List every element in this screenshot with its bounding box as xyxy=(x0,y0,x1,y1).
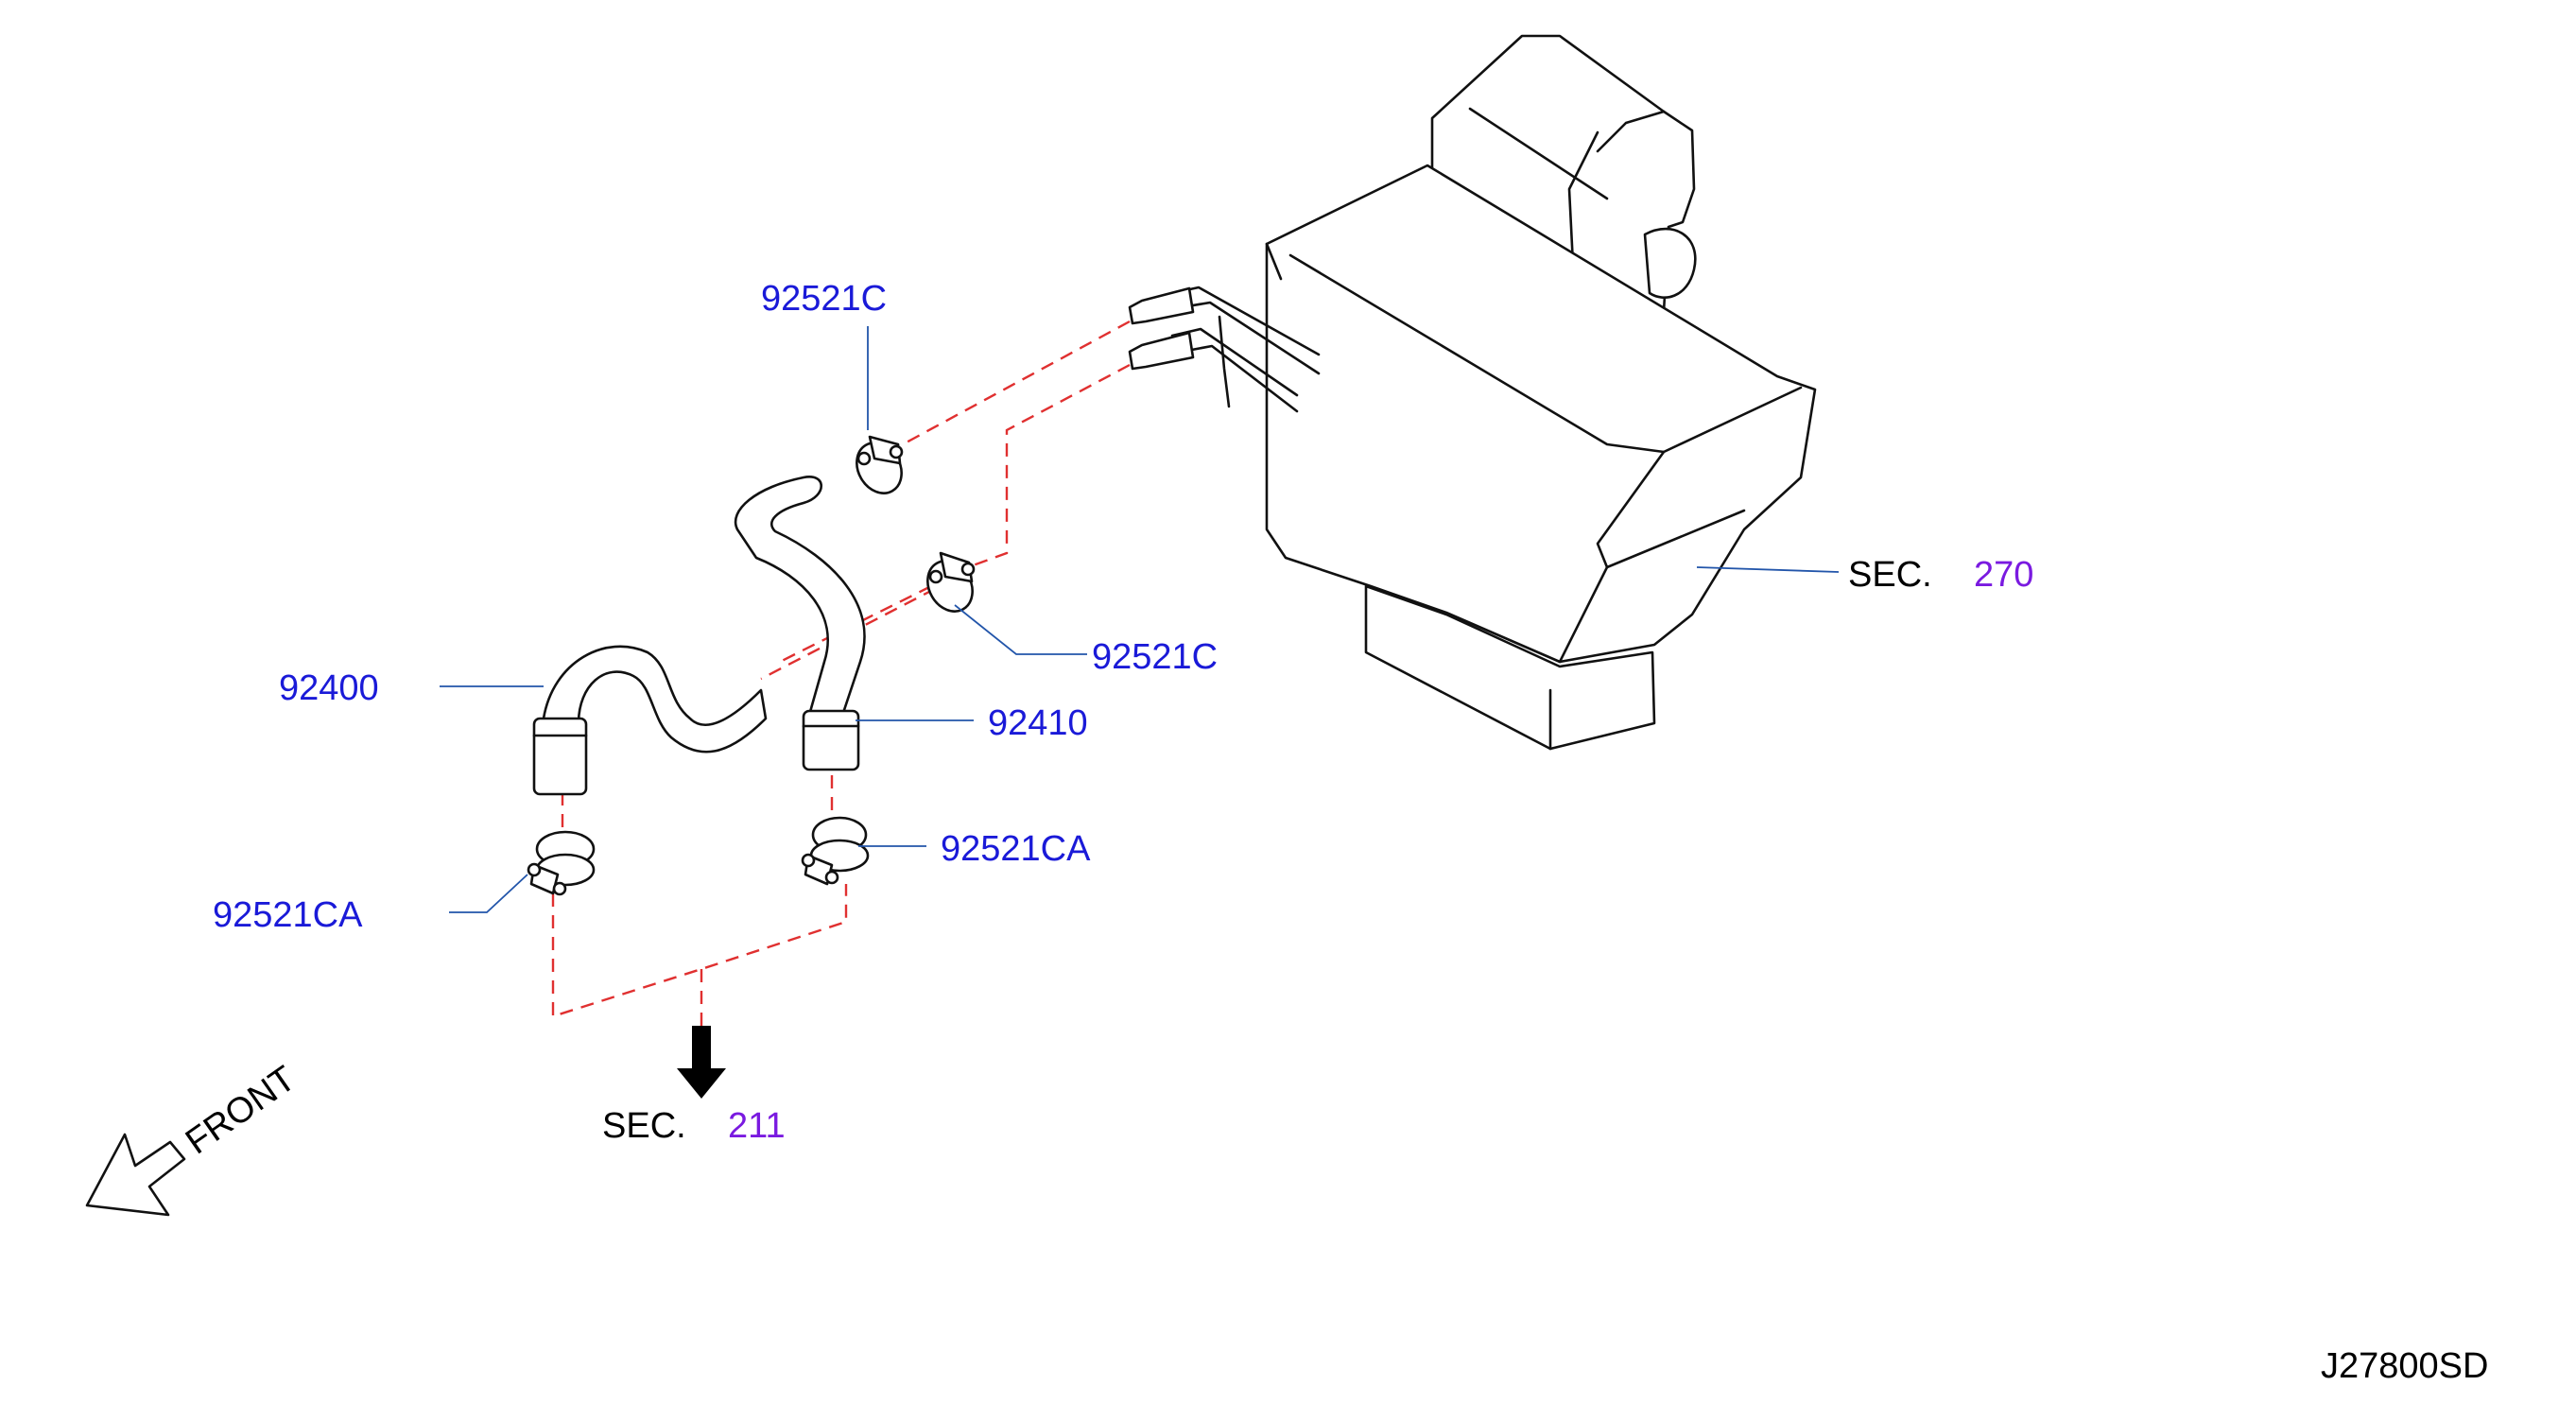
hose-clamp-top xyxy=(856,435,904,494)
part-label-92521c-top: 92521C xyxy=(761,279,887,319)
svg-text:211: 211 xyxy=(728,1106,786,1146)
part-label-92521c-mid: 92521C xyxy=(1092,637,1218,677)
hose-clamp-mid xyxy=(926,551,976,613)
section-ref-211: SEC. 211 xyxy=(602,1106,786,1146)
front-direction-indicator: FRONT xyxy=(85,1059,303,1217)
leader-lines xyxy=(440,326,1840,913)
heater-hose-92400 xyxy=(532,645,768,796)
section-ref-270: SEC. 270 xyxy=(1848,555,2033,595)
diagram-code: J27800SD xyxy=(2321,1346,2488,1386)
front-label: FRONT xyxy=(179,1059,303,1162)
svg-text:270: 270 xyxy=(1974,555,2033,595)
heater-unit xyxy=(1128,34,1817,751)
down-arrow-icon xyxy=(677,1026,726,1099)
part-label-92521ca-left: 92521CA xyxy=(213,895,363,935)
hose-clamp-lower-right xyxy=(801,816,870,886)
part-label-92521ca-right: 92521CA xyxy=(941,829,1091,869)
front-arrow-icon xyxy=(85,1133,186,1217)
part-label-92400: 92400 xyxy=(279,668,379,708)
part-label-92410: 92410 xyxy=(988,703,1088,743)
heater-hose-92410 xyxy=(734,476,866,771)
hose-clamp-lower-left xyxy=(527,830,596,896)
svg-text:SEC.: SEC. xyxy=(602,1106,686,1146)
svg-text:SEC.: SEC. xyxy=(1848,555,1932,595)
